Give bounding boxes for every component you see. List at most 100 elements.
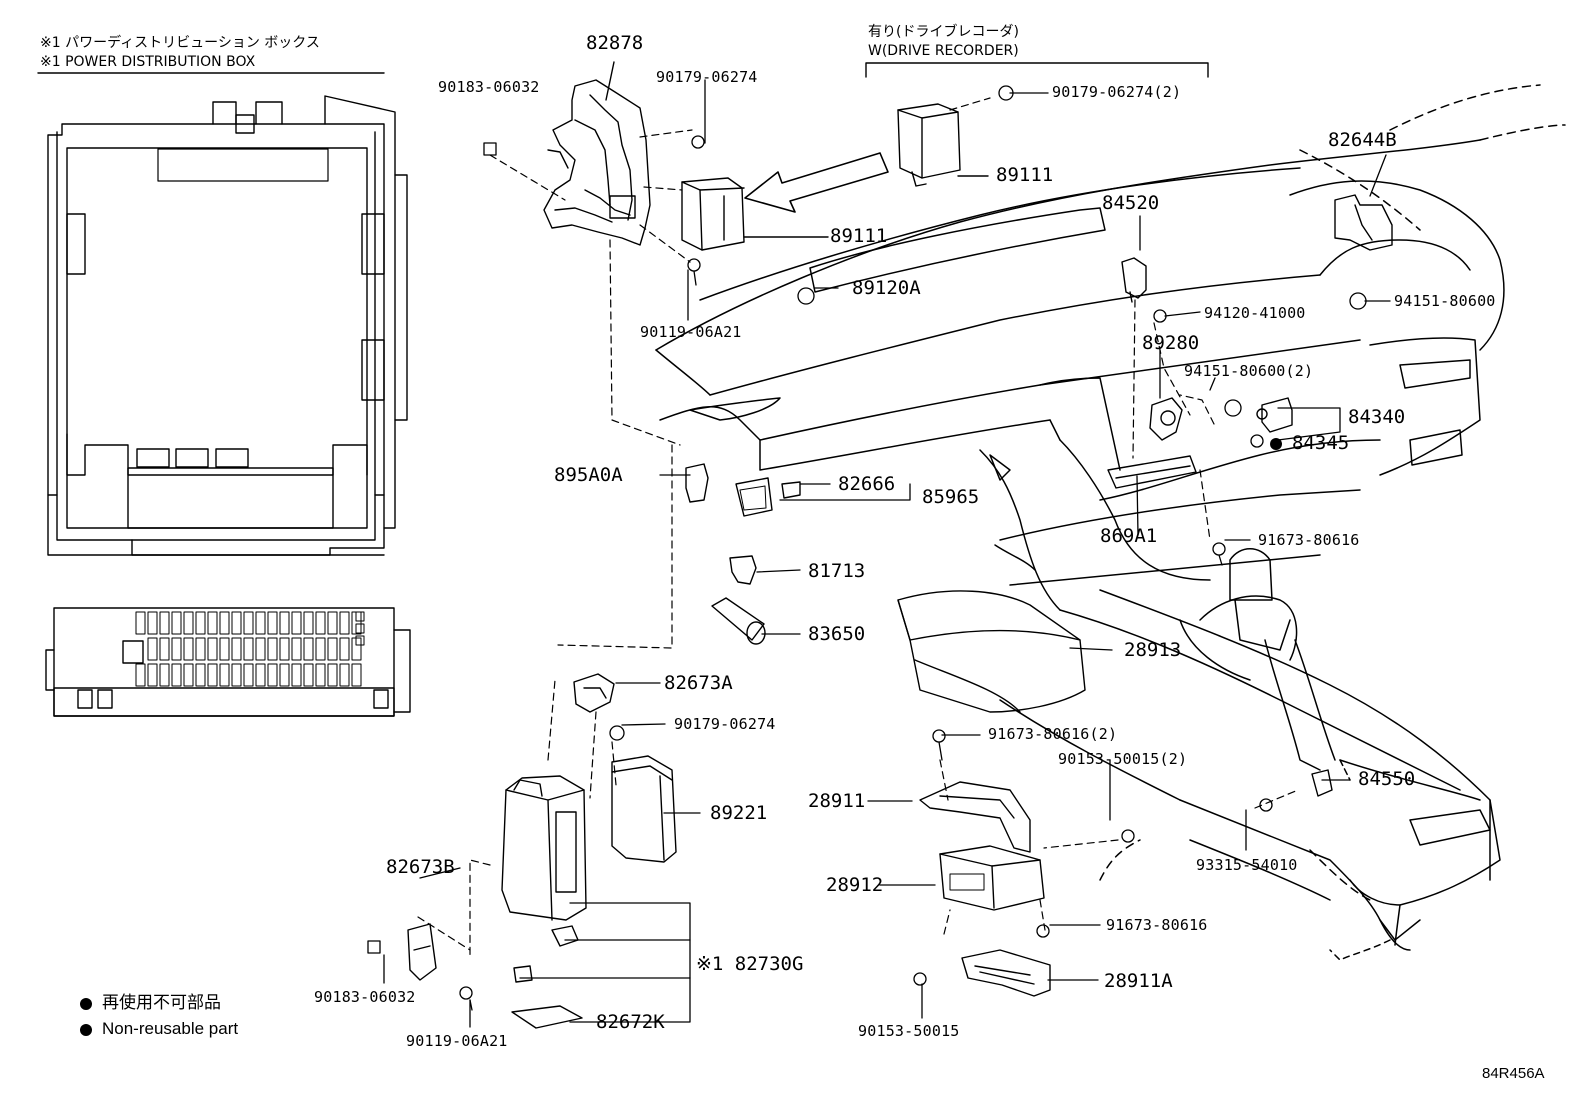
label-90183-top[interactable]: 90183-06032 <box>438 78 540 96</box>
fuse-slot <box>303 611 314 635</box>
fuse-slot <box>255 611 266 635</box>
switch-84550 <box>1311 769 1333 797</box>
instrument-panel <box>655 84 1566 961</box>
label-84550[interactable]: 84550 <box>1358 768 1416 790</box>
fuse-slot <box>159 663 170 687</box>
label-82730G[interactable]: ※1 82730G <box>696 953 804 975</box>
label-90179-a[interactable]: 90179-06274 <box>656 68 758 86</box>
label-90153-b[interactable]: 90153-50015 <box>858 1022 960 1040</box>
label-82666[interactable]: 82666 <box>838 473 896 495</box>
label-89111-center[interactable]: 89111 <box>830 225 888 247</box>
label-89120A[interactable]: 89120A <box>852 277 921 299</box>
fuse-slot <box>255 637 266 661</box>
fuse-slot <box>195 637 206 661</box>
label-895A0A[interactable]: 895A0A <box>554 464 623 486</box>
label-90119-bot[interactable]: 90119-06A21 <box>406 1032 508 1050</box>
mini-fuse-slot <box>355 635 365 646</box>
label-91673-c[interactable]: 91673-80616 <box>1106 916 1208 934</box>
label-89111-dr[interactable]: 89111 <box>996 164 1054 186</box>
switch-82666 <box>735 477 801 517</box>
label-94151-a[interactable]: 94151-80600 <box>1394 292 1496 310</box>
fuse-slot <box>147 663 158 687</box>
label-82673A[interactable]: 82673A <box>664 672 733 694</box>
cover-82672K <box>511 1005 583 1029</box>
fuse-slot <box>267 637 278 661</box>
power-distribution-box-top-view <box>47 95 408 556</box>
drive-recorder-en: W(DRIVE RECORDER) <box>868 43 1019 59</box>
fuse-slot <box>243 637 254 661</box>
fuse-slot <box>315 663 326 687</box>
label-83650[interactable]: 83650 <box>808 623 866 645</box>
connector-895A0A <box>685 463 709 503</box>
fuse-slot <box>327 663 338 687</box>
label-28912[interactable]: 28912 <box>826 874 884 896</box>
sensor-83650 <box>711 597 766 645</box>
label-82644B[interactable]: 82644B <box>1328 129 1397 151</box>
fuse-slot <box>231 663 242 687</box>
legend-dot-icon <box>80 1023 92 1036</box>
label-82673B[interactable]: 82673B <box>386 856 455 878</box>
label-81713[interactable]: 81713 <box>808 560 866 582</box>
leader-lines <box>383 79 1391 1028</box>
fuse-slot <box>315 611 326 635</box>
fuse-slot <box>171 611 182 635</box>
fuse-slot <box>243 663 254 687</box>
legend-jp: 再使用不可部品 <box>80 994 221 1011</box>
label-84520[interactable]: 84520 <box>1102 192 1160 214</box>
fuse-slot <box>171 663 182 687</box>
bracket-28911A <box>961 949 1051 997</box>
note-en: ※1 POWER DISTRIBUTION BOX <box>40 54 256 70</box>
fuse-slot <box>135 663 146 687</box>
fuse-slot <box>171 637 182 661</box>
label-82878[interactable]: 82878 <box>586 32 644 54</box>
fuse-slot <box>315 637 326 661</box>
switch-84340 <box>1256 397 1293 433</box>
fuse-slot <box>327 611 338 635</box>
fuse-slot <box>183 663 194 687</box>
label-89221[interactable]: 89221 <box>710 802 768 824</box>
legend-dot-icon <box>80 997 92 1010</box>
label-89280[interactable]: 89280 <box>1142 332 1200 354</box>
ecu-82730G <box>501 775 587 921</box>
part-82730G-clip <box>551 925 579 947</box>
fuse-slot <box>207 637 218 661</box>
legend-en: Non-reusable part <box>80 1020 238 1037</box>
label-28911A[interactable]: 28911A <box>1104 970 1173 992</box>
label-90153-a[interactable]: 90153-50015(2) <box>1058 750 1188 768</box>
drive-recorder-jp: 有り(ドライブレコーダ) <box>868 24 1019 40</box>
clip-81713 <box>729 555 757 585</box>
label-91673-b[interactable]: 91673-80616(2) <box>988 725 1118 743</box>
label-28913[interactable]: 28913 <box>1124 639 1182 661</box>
label-85965[interactable]: 85965 <box>922 486 980 508</box>
label-90179-dr[interactable]: 90179-06274(2) <box>1052 83 1182 101</box>
fuse-slot <box>279 663 290 687</box>
label-82672K[interactable]: 82672K <box>596 1011 665 1033</box>
label-84345[interactable]: 84345 <box>1270 434 1349 453</box>
fuse-slot <box>279 611 290 635</box>
label-28911[interactable]: 28911 <box>808 790 866 812</box>
fuse-slot <box>291 663 302 687</box>
fuse-slot <box>267 611 278 635</box>
relocation-arrow <box>744 152 889 213</box>
bracket-82673B <box>407 923 437 981</box>
label-91673-a[interactable]: 91673-80616 <box>1258 531 1360 549</box>
fuse-slot <box>255 663 266 687</box>
fuse-slot <box>339 637 350 661</box>
label-869A1[interactable]: 869A1 <box>1100 525 1158 547</box>
bracket-82644B <box>1334 194 1393 251</box>
non-reusable-dot-84345 <box>1270 437 1282 450</box>
label-90183-bot[interactable]: 90183-06032 <box>314 988 416 1006</box>
label-90119-top[interactable]: 90119-06A21 <box>640 323 742 341</box>
label-90179-b[interactable]: 90179-06274 <box>674 715 776 733</box>
fuse-slot <box>351 663 362 687</box>
label-84340[interactable]: 84340 <box>1348 406 1406 428</box>
label-93315[interactable]: 93315-54010 <box>1196 856 1298 874</box>
label-94120[interactable]: 94120-41000 <box>1204 304 1306 322</box>
fuse-slot <box>195 611 206 635</box>
bracket-82673A <box>573 673 615 713</box>
label-94151-b[interactable]: 94151-80600(2) <box>1184 362 1314 380</box>
fuse-slot <box>183 611 194 635</box>
fuse-slot <box>303 663 314 687</box>
fuse-slot <box>291 611 302 635</box>
part-82730G-tab <box>513 965 533 983</box>
